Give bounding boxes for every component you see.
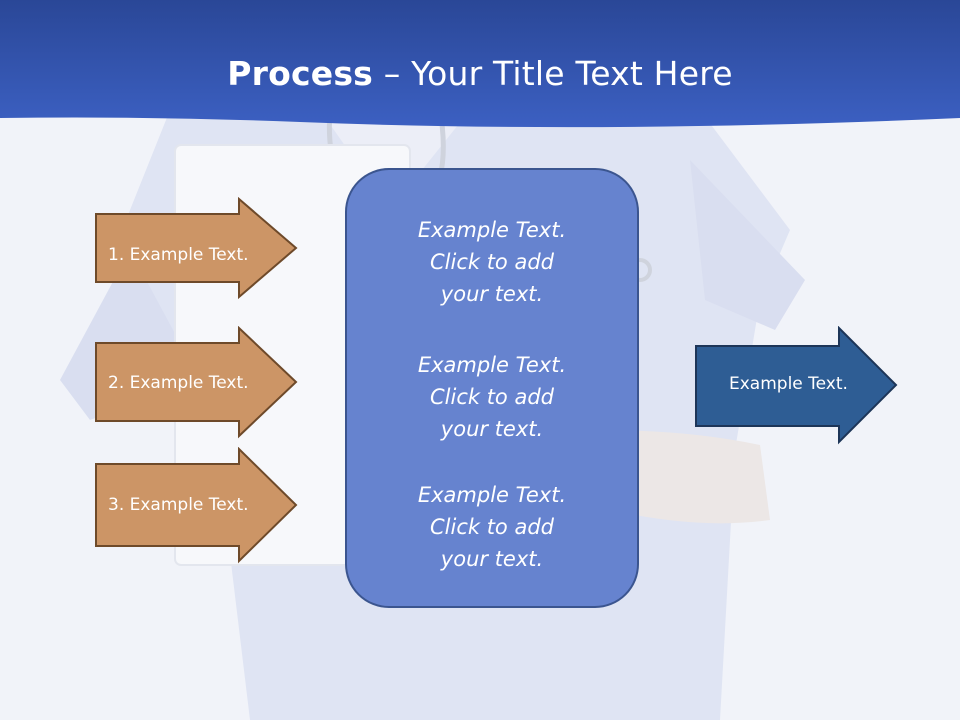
title-bold: Process: [227, 54, 374, 93]
left-arrow-3-label: 3. Example Text.: [108, 495, 249, 515]
center-block-1-line-2: Click to add: [429, 250, 554, 274]
center-block-3-line-2: Click to add: [429, 515, 554, 539]
right-arrow[interactable]: [694, 326, 900, 446]
center-block-3-line-1: Example Text.: [417, 483, 567, 507]
center-block-1-line-1: Example Text.: [417, 218, 567, 242]
center-block-2-line-1: Example Text.: [417, 353, 567, 377]
center-block-2-line-3: your text.: [440, 417, 544, 441]
left-arrow-1-label: 1. Example Text.: [108, 245, 249, 265]
right-arrow-label: Example Text.: [729, 374, 848, 394]
left-arrow-2-label: 2. Example Text.: [108, 373, 249, 393]
center-block-1-line-3: your text.: [440, 282, 544, 306]
center-block-3: Example Text. Click to add your text.: [347, 479, 637, 575]
center-box[interactable]: Example Text. Click to add your text. Ex…: [345, 168, 639, 608]
center-block-1: Example Text. Click to add your text.: [347, 214, 637, 310]
slide-title: Process – Your Title Text Here: [0, 52, 960, 96]
center-block-3-line-3: your text.: [440, 547, 544, 571]
center-block-2-line-2: Click to add: [429, 385, 554, 409]
title-rest: – Your Title Text Here: [373, 54, 733, 93]
left-arrow-2[interactable]: [94, 326, 300, 439]
left-arrow-1[interactable]: [94, 197, 300, 300]
left-arrow-3[interactable]: [94, 447, 300, 565]
center-block-2: Example Text. Click to add your text.: [347, 349, 637, 445]
